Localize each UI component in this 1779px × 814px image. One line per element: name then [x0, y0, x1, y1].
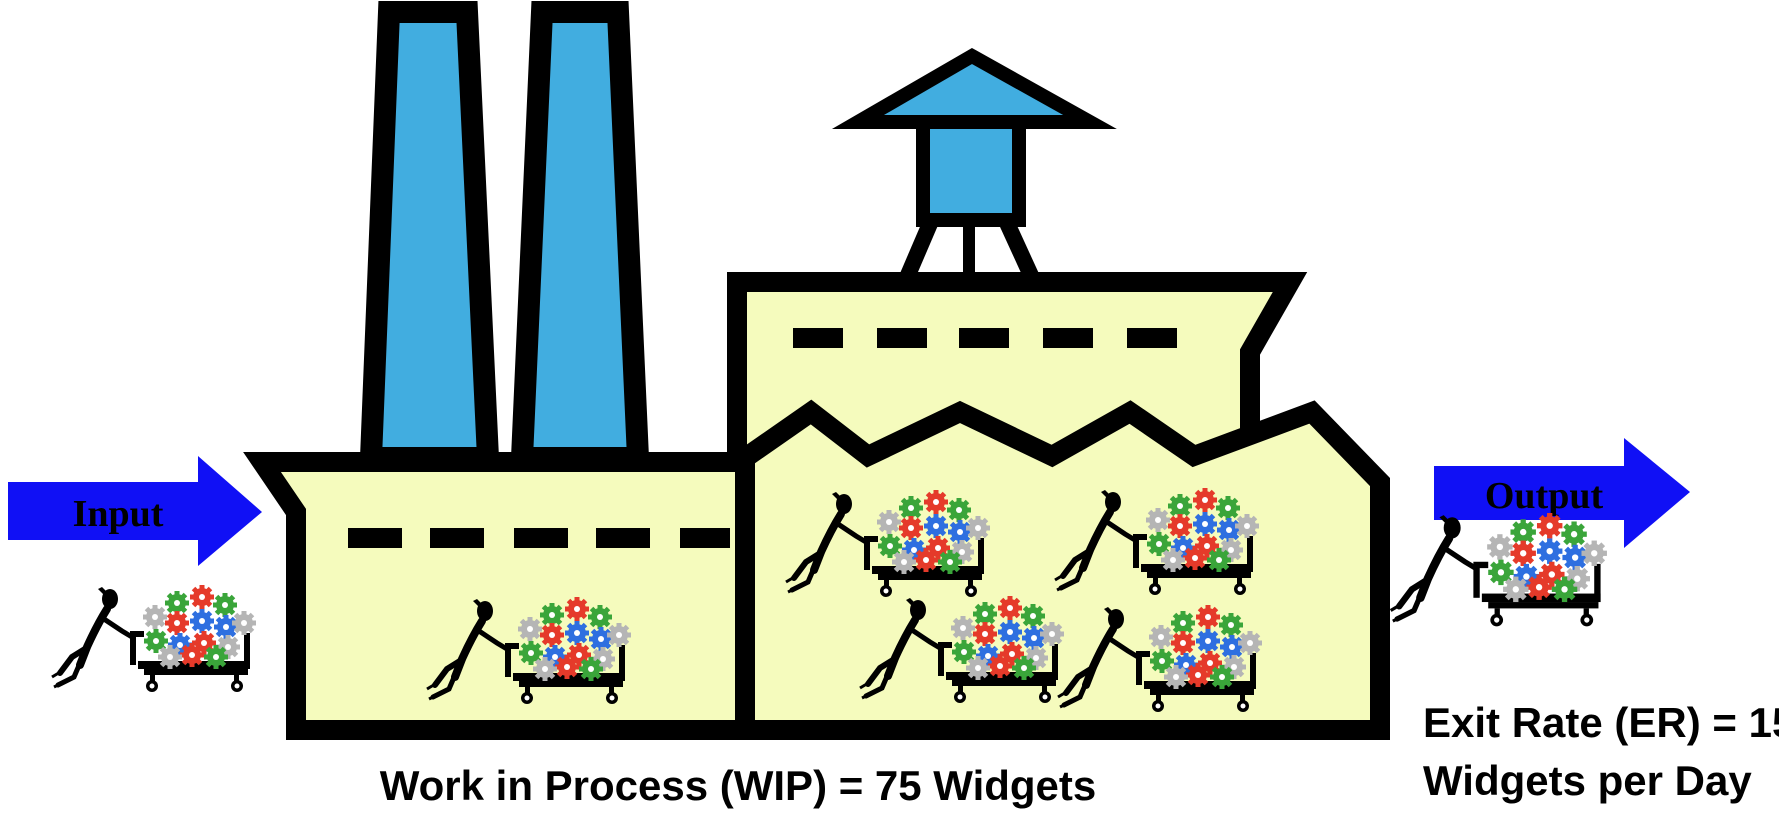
water-tower-icon: [831, 47, 1117, 286]
exit-rate-caption-line1: Exit Rate (ER) = 15: [1423, 699, 1779, 746]
output-label: Output: [1485, 475, 1604, 517]
smokestack-icon: [359, 0, 650, 469]
input-label: Input: [73, 493, 164, 535]
worker-pushing-cart-icon: [1391, 513, 1607, 626]
worker-pushing-cart-icon: [52, 585, 256, 692]
output-arrow: Output: [1434, 438, 1690, 548]
exit-rate-caption-line2: Widgets per Day: [1423, 757, 1752, 804]
wip-caption: Work in Process (WIP) = 75 Widgets: [380, 762, 1097, 809]
input-arrow: Input: [8, 456, 262, 566]
